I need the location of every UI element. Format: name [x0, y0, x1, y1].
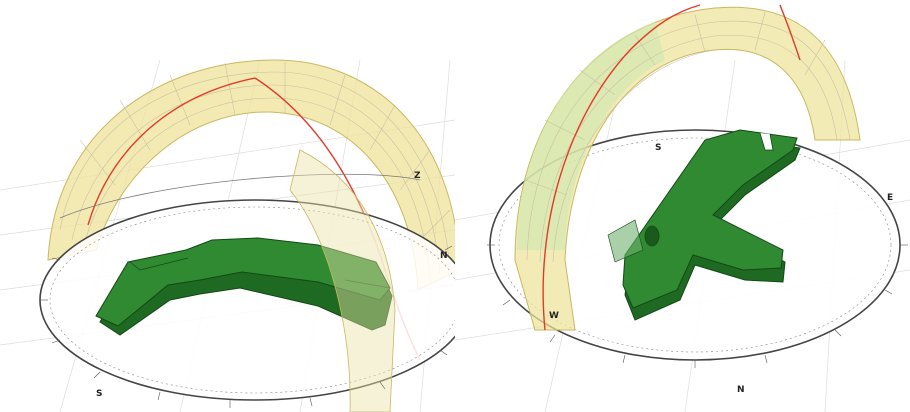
right-view: N W S E — [455, 0, 910, 412]
sun-band-green-tint — [517, 22, 665, 250]
green-object — [95, 237, 393, 336]
green-object — [607, 129, 801, 321]
compass-label-s: S — [96, 389, 102, 399]
dial-ticks — [487, 244, 908, 368]
sun-band-back — [47, 59, 455, 291]
horizon-line — [59, 173, 421, 219]
sun-path-lines — [542, 4, 801, 331]
compass-label-e: E — [887, 193, 893, 203]
dial-ticks — [40, 245, 453, 408]
left-view-canvas: S N Z — [0, 59, 455, 412]
sun-band-front — [289, 149, 396, 412]
compass-label-w: W — [549, 311, 559, 321]
right-view-canvas: N W S E — [455, 4, 910, 412]
compass-label-n: N — [737, 385, 745, 395]
compass-label-s: S — [655, 143, 661, 153]
left-view: S N Z — [0, 59, 455, 412]
annotation-z: Z — [414, 171, 421, 181]
compass-label-n: N — [440, 251, 448, 261]
